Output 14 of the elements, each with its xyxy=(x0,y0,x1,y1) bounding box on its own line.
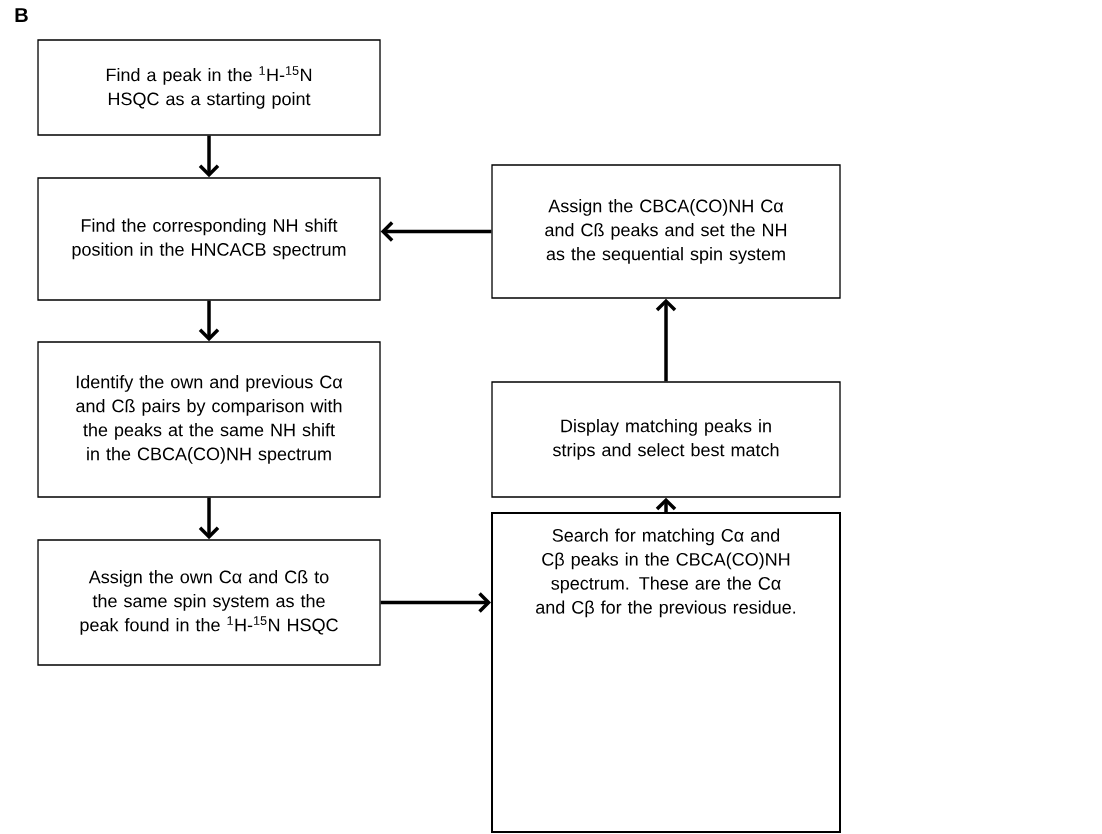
arrow xyxy=(380,221,492,242)
panel-letter: B xyxy=(15,8,28,22)
process-box: Search for matching Cα and Cβ peaks in the CBCA(CO)NH spectrum. These are the Cα and Cβ for the previous residue. xyxy=(491,512,841,833)
process-box: Display matching peaks in strips and select best match xyxy=(491,381,841,498)
process-box: Find a peak in the $^{1}$H-$^{15}$N HSQC as a starting point xyxy=(37,39,381,136)
process-box: Find the corresponding NH shift position in the HNCACB spectrum xyxy=(37,177,381,301)
arrow xyxy=(380,592,491,613)
arrow xyxy=(198,497,220,540)
process-box: Assign the own Cα and Cß to the same spin system as the peak found in the $^{1}$H-$^{15}$N HSQC xyxy=(37,539,381,666)
arrow xyxy=(655,298,677,382)
arrow xyxy=(198,300,220,342)
process-box: Assign the CBCA(CO)NH Cα and Cß peaks and set the NH as the sequential spin system xyxy=(491,164,841,299)
arrow xyxy=(198,135,220,178)
process-box: Identify the own and previous Cα and Cß pairs by comparison with the peaks at the same NH shift in the CBCA(CO)NH spectrum xyxy=(37,341,381,498)
